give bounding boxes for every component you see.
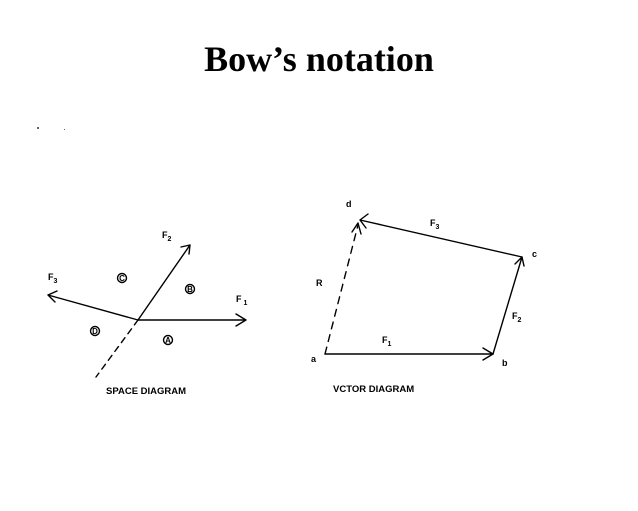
label-f2: F2: [162, 230, 172, 243]
vector-f1-label: F1: [382, 335, 392, 348]
force-f3-line: [47, 290, 139, 321]
resultant-ad-dashed-line: [324, 224, 359, 355]
label-f3: F3: [48, 272, 58, 285]
vector-diagram: [324, 213, 525, 361]
slide-title: Bow’s notation: [204, 39, 434, 79]
vector-f2-label: F2: [512, 311, 522, 324]
vector-f3-label: F3: [430, 218, 440, 231]
region-a-ring: [162, 334, 174, 346]
point-b-label: b: [502, 358, 508, 368]
vector-bc-line: [492, 256, 525, 355]
vector-diagram-caption: VCTOR DIAGRAM: [333, 384, 414, 395]
region-d-label: D: [92, 327, 98, 336]
stray-mark: [37, 127, 39, 129]
stray-mark: [64, 129, 65, 130]
region-b-label: B: [187, 285, 193, 294]
resultant-r-label: R: [316, 278, 323, 288]
region-c-label: C: [119, 274, 125, 283]
point-a-label: a: [311, 354, 317, 364]
vector-cd-line: [359, 213, 523, 258]
space-diagram: [47, 244, 247, 378]
region-d-ring: [89, 325, 101, 337]
resultant-arrowhead: [351, 222, 362, 235]
region-a-label: A: [165, 336, 171, 345]
force-f4-dashed-line: [95, 319, 139, 378]
point-d-label: d: [346, 199, 352, 209]
point-c-label: c: [532, 249, 537, 259]
region-b-ring: [184, 283, 196, 295]
force-f2-line: [137, 244, 191, 321]
space-diagram-caption: SPACE DIAGRAM: [106, 386, 186, 397]
region-c-ring: [116, 272, 128, 284]
vector-ab-line: [324, 347, 494, 361]
force-f1-line: [137, 313, 247, 327]
